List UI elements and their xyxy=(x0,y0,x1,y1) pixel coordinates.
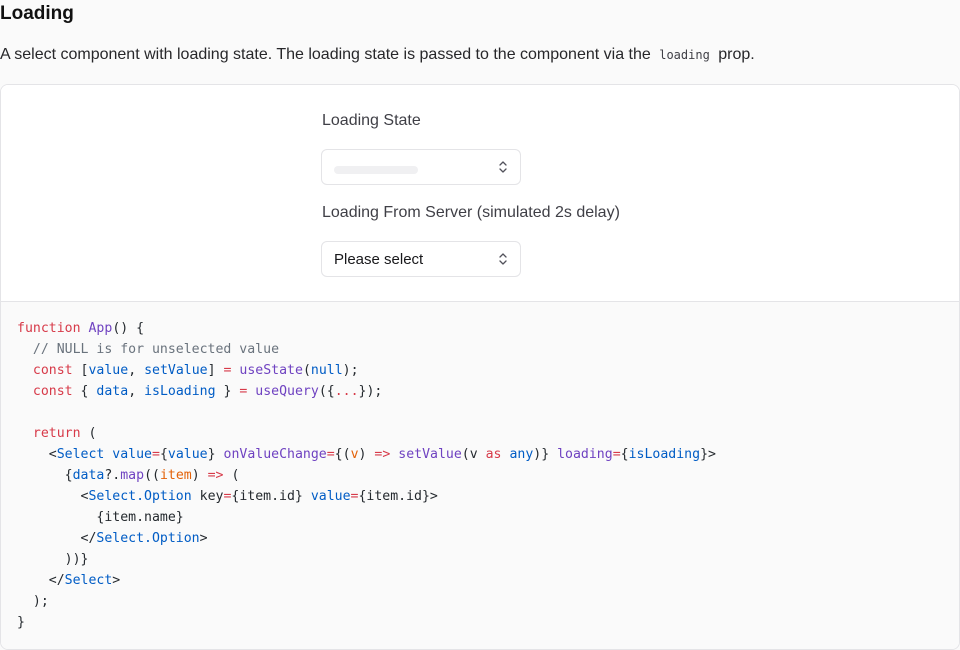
section-title: Loading xyxy=(0,3,74,24)
code-line: {data?.map((item) => ( xyxy=(17,468,240,483)
description-text: A select component with loading state. T… xyxy=(0,46,651,63)
code-line: // NULL is for unselected value xyxy=(17,342,280,357)
code-line: <Select.Option key={item.id} value={item… xyxy=(17,489,438,504)
loading-state-select[interactable] xyxy=(321,149,521,185)
server-select[interactable]: Please select xyxy=(321,241,521,277)
code-block: function App() { // NULL is for unselect… xyxy=(1,302,959,649)
code-line: ); xyxy=(17,594,49,609)
code-line: const { data, isLoading } = useQuery({..… xyxy=(32,384,383,399)
code-line: </Select.Option> xyxy=(17,531,208,546)
example-card: Loading State Loading From Server (simul… xyxy=(0,84,960,650)
description-code: loading xyxy=(659,48,710,62)
code-line: <Select value={value} onValueChange={(v)… xyxy=(17,447,716,462)
server-select-value: Please select xyxy=(334,251,424,268)
loading-skeleton xyxy=(334,166,418,174)
code-line: {item.name} xyxy=(17,510,184,525)
code-line: return ( xyxy=(32,426,97,441)
code-line: ))} xyxy=(17,552,89,567)
code-line: const [value, setValue] = useState(null)… xyxy=(32,363,359,378)
description-text-end: prop. xyxy=(718,46,755,63)
code-line: </Select> xyxy=(17,573,121,588)
loading-state-label: Loading State xyxy=(322,112,421,129)
code-line: function App() { xyxy=(17,321,145,336)
preview-area: Loading State Loading From Server (simul… xyxy=(1,85,959,302)
chevrons-up-down-icon xyxy=(499,161,507,173)
server-select-label: Loading From Server (simulated 2s delay) xyxy=(322,204,620,221)
code-listing: function App() { // NULL is for unselect… xyxy=(17,318,716,633)
chevrons-up-down-icon xyxy=(499,253,507,265)
code-line: } xyxy=(17,615,25,630)
section-description: A select component with loading state. T… xyxy=(0,46,755,64)
